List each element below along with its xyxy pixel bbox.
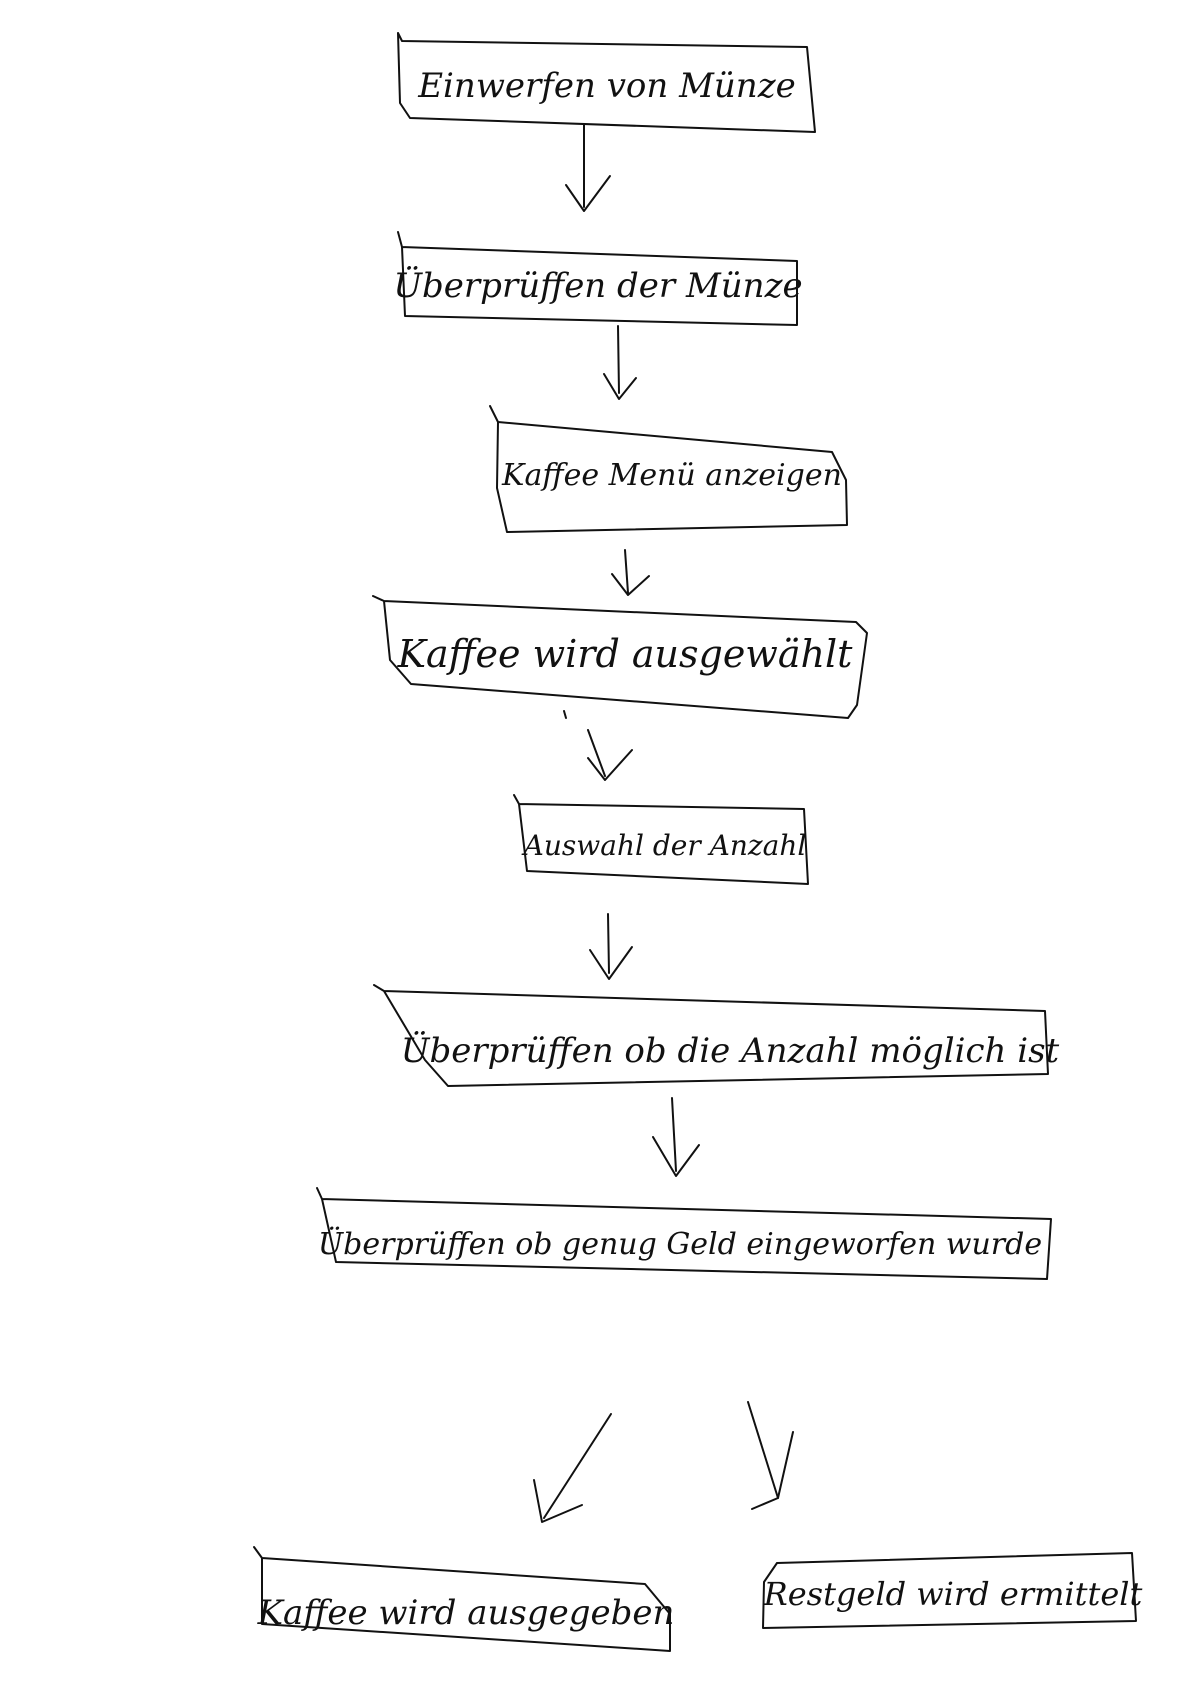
step-label: Einwerfen von Münze — [417, 66, 796, 106]
flow-arrow — [587, 729, 633, 781]
branch-arrow-left — [533, 1413, 612, 1523]
step-label: Kaffee wird ausgewählt — [397, 632, 854, 676]
step-label: Kaffee Menü anzeigen — [501, 458, 842, 493]
branch-dispense-coffee: Kaffee wird ausgegeben — [253, 1546, 675, 1652]
step-label: Überprüffen ob genug Geld eingeworfen wu… — [318, 1226, 1042, 1262]
step-check-coin: Überprüffen der Münze — [393, 231, 803, 326]
step-box — [397, 231, 798, 326]
flow-arrow — [652, 1097, 700, 1177]
step-box — [513, 794, 809, 885]
step-label: Restgeld wird ermittelt — [763, 1575, 1143, 1613]
flow-arrow — [611, 549, 650, 596]
step-label: Kaffee wird ausgegeben — [257, 1593, 675, 1633]
step-box — [253, 1546, 671, 1652]
step-show-menu: Kaffee Menü anzeigen — [489, 405, 848, 533]
flow-arrow — [589, 913, 633, 980]
step-box — [316, 1187, 1052, 1280]
branch-calc-change: Restgeld wird ermittelt — [762, 1552, 1143, 1629]
step-check-quantity: Überprüffen ob die Anzahl möglich ist — [373, 984, 1060, 1087]
step-box — [372, 595, 868, 719]
step-label: Auswahl der Anzahl — [521, 829, 807, 862]
step-insert-coin: Einwerfen von Münze — [397, 32, 816, 133]
step-label: Überprüffen ob die Anzahl möglich ist — [401, 1030, 1060, 1071]
step-label: Überprüffen der Münze — [393, 265, 802, 306]
step-select-coffee: Kaffee wird ausgewählt — [372, 595, 868, 719]
step-box — [373, 984, 1049, 1087]
step-choose-quantity: Auswahl der Anzahl — [513, 794, 809, 885]
flow-arrow — [603, 325, 637, 400]
step-box — [397, 32, 816, 133]
step-box — [762, 1552, 1137, 1629]
flow-arrow — [565, 124, 611, 212]
branch-arrow-right — [747, 1401, 794, 1510]
step-box — [489, 405, 848, 533]
step-check-money: Überprüffen ob genug Geld eingeworfen wu… — [316, 1187, 1052, 1280]
